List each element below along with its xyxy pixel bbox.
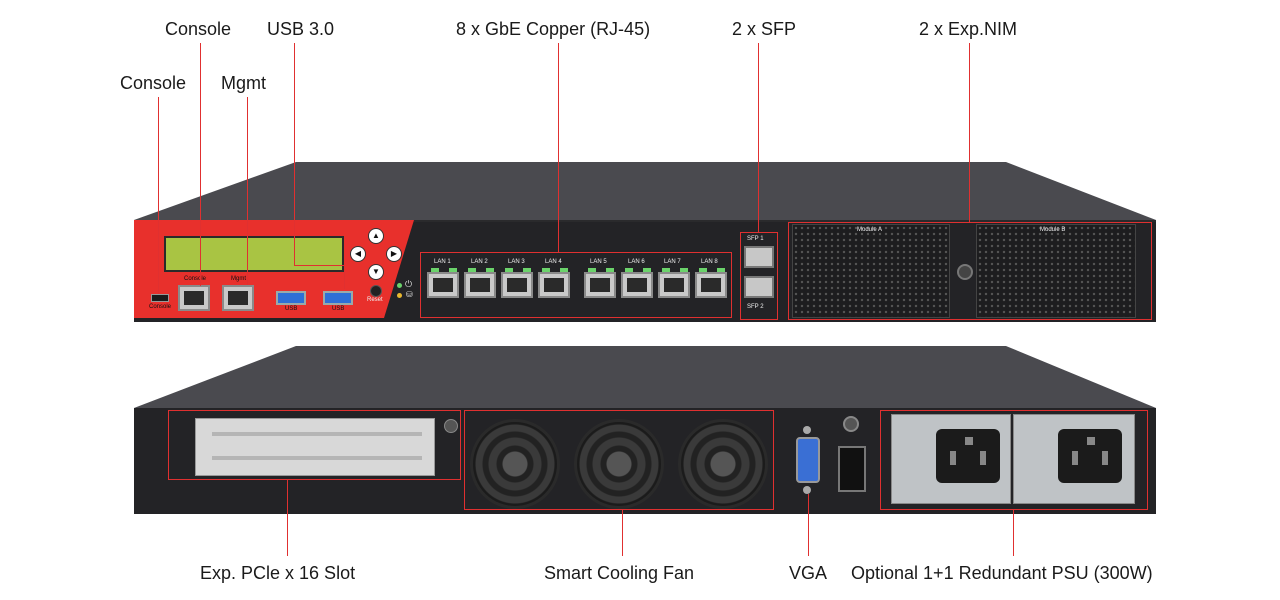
sfp-port-1[interactable] [744, 246, 774, 268]
label-usb: USB 3.0 [267, 19, 335, 39]
mgmt-port[interactable] [222, 285, 254, 311]
leader-sfp [758, 43, 759, 233]
leader-usb-h [294, 265, 344, 266]
reset-label: Reset [367, 297, 383, 303]
lan-label: LAN 4 [545, 259, 562, 265]
lan-port-3[interactable] [501, 268, 533, 298]
cooling-fan-1 [470, 419, 560, 509]
right-arrow-button[interactable]: ▶ [386, 246, 402, 262]
usb-port-1[interactable] [276, 291, 306, 305]
leader-console [158, 97, 159, 294]
label-pcie: Exp. PCle x 16 Slot [200, 563, 356, 583]
power-led [397, 283, 402, 288]
lan-port-7[interactable] [658, 268, 690, 298]
lan-port-2[interactable] [464, 268, 496, 298]
label-sfp: 2 x SFP [732, 19, 797, 39]
sfp1-label: SFP 1 [747, 236, 764, 242]
vga-port[interactable] [796, 437, 820, 483]
leader-console-top [200, 43, 201, 286]
leader-mgmt [247, 97, 248, 285]
usb-port-1-label: USB [285, 306, 298, 312]
highlight-pcie [168, 410, 461, 480]
label-psu: Optional 1+1 Redundant PSU (300W) [851, 563, 1153, 583]
module-a-label: Module A [857, 227, 883, 233]
leader-usb [294, 43, 295, 265]
up-arrow-button[interactable]: ▲ [368, 228, 384, 244]
reset-button[interactable] [370, 285, 382, 297]
ac-inlet-2[interactable] [1058, 429, 1122, 483]
lan-label: LAN 6 [628, 259, 645, 265]
lan-port-5[interactable] [584, 268, 616, 298]
micro-console-port[interactable] [151, 294, 169, 302]
ground-screw-icon [843, 416, 859, 432]
cooling-fan-2 [574, 419, 664, 509]
hdd-led [397, 293, 402, 298]
label-gbe: 8 x GbE Copper (RJ-45) [456, 19, 651, 39]
power-switch[interactable] [838, 446, 866, 492]
label-console: Console [120, 73, 187, 93]
lan-label: LAN 1 [434, 259, 451, 265]
console-port[interactable] [178, 285, 210, 311]
cooling-fan-3 [678, 419, 768, 509]
sfp2-label: SFP 2 [747, 304, 764, 310]
down-arrow-button[interactable]: ▼ [368, 264, 384, 280]
usb-port-2[interactable] [323, 291, 353, 305]
micro-console-label: Console [149, 304, 172, 310]
leader-vga [808, 494, 809, 556]
label-vga: VGA [789, 563, 828, 583]
leader-nim [969, 43, 970, 223]
psu-module-2 [1013, 414, 1135, 504]
label-mgmt: Mgmt [221, 73, 266, 93]
psu-module-1 [891, 414, 1011, 504]
label-nim: 2 x Exp.NIM [919, 19, 1018, 39]
nim-thumbscrew-icon[interactable] [957, 264, 973, 280]
usb-port-2-label: USB [332, 306, 345, 312]
vga-screw-top-icon [803, 426, 811, 434]
leader-fan [622, 510, 623, 556]
power-icon: ⏻ [405, 279, 413, 289]
lan-port-4[interactable] [538, 268, 570, 298]
lan-label: LAN 2 [471, 259, 488, 265]
nim-module-a[interactable] [792, 224, 950, 318]
vga-screw-bottom-icon [803, 486, 811, 494]
lcd-display [164, 236, 344, 272]
lan-label: LAN 5 [590, 259, 607, 265]
highlight-nim [788, 222, 1152, 320]
lan-port-6[interactable] [621, 268, 653, 298]
module-b-label: Module B [1040, 227, 1066, 233]
highlight-lan [420, 252, 732, 318]
lan-label: LAN 8 [701, 259, 718, 265]
lan-port-1[interactable] [427, 268, 459, 298]
label-console-top: Console [165, 19, 232, 39]
disk-icon: ⛁ [406, 290, 413, 299]
console-port-label: Console [184, 276, 207, 282]
leader-usb-v2 [344, 265, 345, 289]
label-fan: Smart Cooling Fan [544, 563, 695, 583]
lan-port-8[interactable] [695, 268, 727, 298]
mgmt-port-label: Mgmt [231, 276, 246, 282]
nim-module-b[interactable] [976, 224, 1136, 318]
leader-pcie [287, 480, 288, 556]
pcie-slot-bracket [195, 418, 435, 476]
left-arrow-button[interactable]: ◀ [350, 246, 366, 262]
highlight-psu [880, 410, 1148, 510]
highlight-fan [464, 410, 774, 510]
pcie-slot-rail-2 [212, 456, 422, 460]
leader-gbe [558, 43, 559, 253]
highlight-sfp [740, 232, 778, 320]
lan-label: LAN 7 [664, 259, 681, 265]
pcie-slot-rail-1 [212, 432, 422, 436]
leader-psu [1013, 510, 1014, 556]
lan-label: LAN 3 [508, 259, 525, 265]
ac-inlet-1[interactable] [936, 429, 1000, 483]
sfp-port-2[interactable] [744, 276, 774, 298]
screw-icon [444, 419, 458, 433]
